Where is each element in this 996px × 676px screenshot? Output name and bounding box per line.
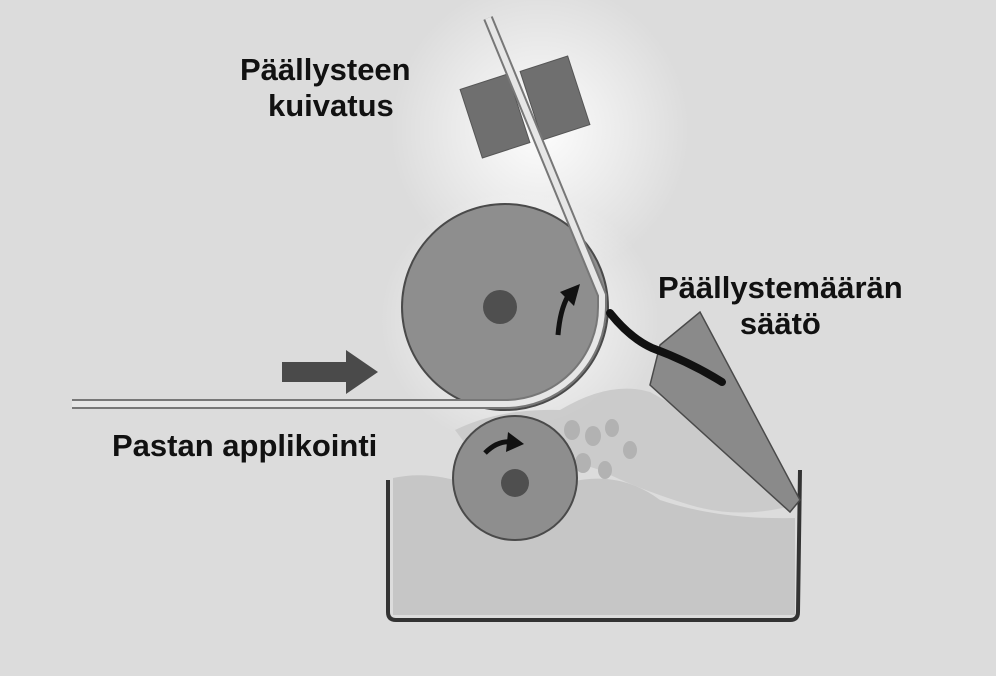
drying-label: Päällysteen kuivatus [240, 52, 411, 124]
coating-pan [386, 469, 802, 622]
paper-web-core [72, 16, 605, 407]
metering-blade [606, 309, 726, 386]
dryer-units [459, 55, 591, 159]
drying-label-line1: Päällysteen [240, 52, 411, 87]
drying-label-line2: kuivatus [268, 88, 394, 123]
curved-arrow-icon [483, 432, 524, 455]
control-label-line2: säätö [739, 306, 821, 341]
coat-weight-control-label: Päällystemäärän säätö [658, 270, 903, 342]
arrow-right-icon [282, 350, 378, 394]
curved-arrow-icon [555, 284, 580, 336]
paste-application-label: Pastan applikointi [112, 428, 378, 463]
control-label-line1: Päällystemäärän [658, 270, 903, 305]
coating-droplets [564, 419, 637, 479]
upper-roll-hub [483, 290, 517, 324]
applicator-roll-hub [501, 469, 529, 497]
